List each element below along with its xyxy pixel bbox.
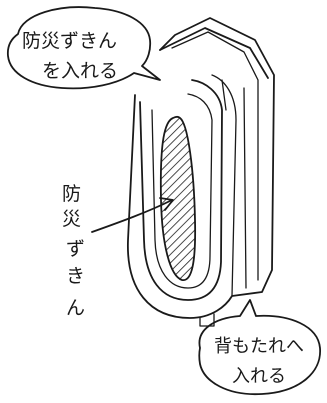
- side-label-hood: 防 災 ず き ん: [62, 183, 174, 319]
- cover-opening-outer: [139, 79, 223, 301]
- cover-outer-outline: [127, 17, 275, 319]
- side-label-char-5: ん: [66, 297, 85, 319]
- cover-bottom-foot: [199, 313, 215, 327]
- speech-bubble-bottom-outline: [198, 299, 321, 395]
- side-label-char-4: き: [66, 265, 85, 287]
- side-label-char-1: 防: [62, 183, 81, 205]
- bubble-bottom-line2: 入れる: [232, 366, 286, 387]
- bubble-top-line1: 防災ずきん: [22, 30, 117, 52]
- bubble-bottom-line1: 背もたれへ: [214, 336, 304, 357]
- cover-side-edge-1: [211, 74, 237, 297]
- speech-bubble-bottom: 背もたれへ 入れる: [198, 299, 321, 395]
- cover-top-inner-edge: [171, 31, 259, 281]
- side-label-char-3: ず: [66, 238, 85, 260]
- side-label-arrow: [91, 199, 173, 233]
- cover-side-edge-3: [221, 79, 227, 111]
- backrest-cover-drawing: [127, 17, 275, 327]
- bubble-top-line2: を入れる: [42, 60, 118, 82]
- hood-hatched-shape: [159, 115, 197, 281]
- cover-top-panel: [159, 27, 269, 79]
- side-label-char-2: 災: [62, 208, 81, 230]
- cover-side-edge-2: [243, 87, 247, 289]
- speech-bubble-top-outline: [6, 6, 161, 90]
- cover-opening-inner: [151, 93, 213, 289]
- side-label-arrowhead: [159, 197, 174, 211]
- speech-bubble-top: 防災ずきん を入れる: [6, 6, 161, 90]
